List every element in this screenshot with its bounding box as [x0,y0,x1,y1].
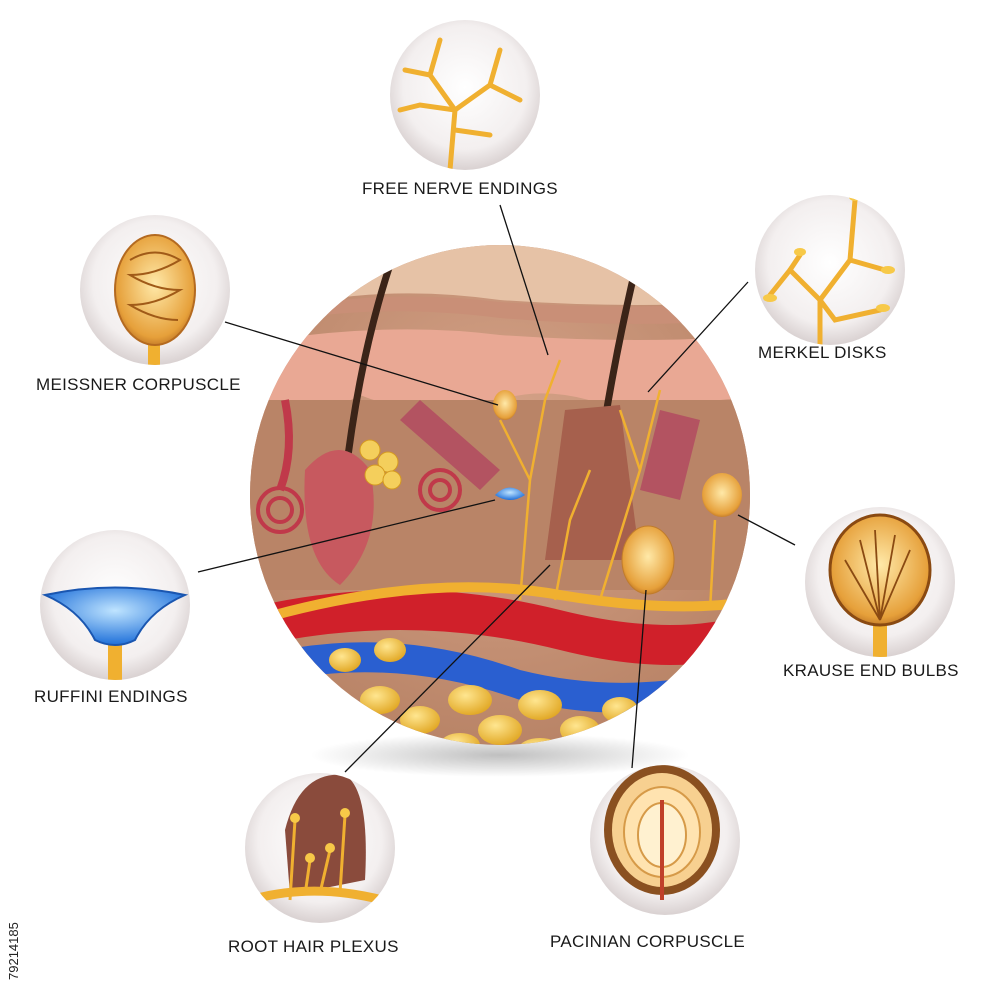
free-nerve-endings-bubble [390,20,540,170]
ruffini-endings-bubble [40,530,190,690]
root-hair-plexus-bubble [245,773,400,923]
merkel-disks-bubble [755,193,905,345]
skin-cross-section [240,245,760,777]
free-nerve-endings-label: FREE NERVE ENDINGS [362,179,558,199]
krause-end-bulbs-bubble [805,507,955,660]
ruffini-endings-label: RUFFINI ENDINGS [34,687,188,707]
stock-id-watermark: 79214185 [6,770,26,980]
root-hair-plexus-label: ROOT HAIR PLEXUS [228,937,399,957]
pacinian-corpuscle-bubble [590,765,740,915]
meissner-corpuscle-label: MEISSNER CORPUSCLE [36,375,241,395]
stock-id-text: 79214185 [6,922,21,980]
meissner-corpuscle-bubble [80,215,230,375]
merkel-disks-label: MERKEL DISKS [758,343,887,363]
krause-end-bulbs-label: KRAUSE END BULBS [783,661,959,681]
pacinian-corpuscle-label: PACINIAN CORPUSCLE [550,932,745,952]
